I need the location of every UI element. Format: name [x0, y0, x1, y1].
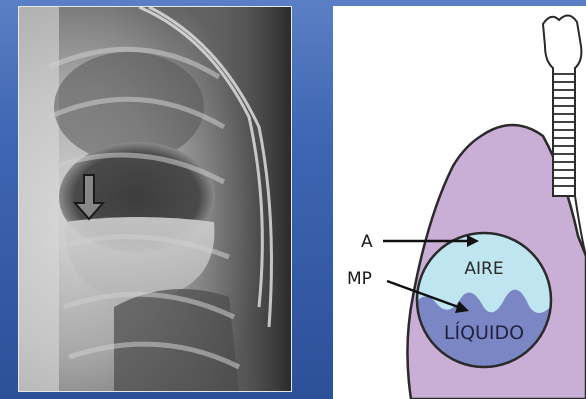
liquid-label: LÍQUIDO — [444, 321, 524, 344]
label-a: A — [361, 232, 373, 252]
lung-abscess-diagram: AIRE LÍQUIDO A MP — [333, 6, 586, 399]
chest-xray-image — [18, 6, 292, 392]
air-label: AIRE — [464, 259, 503, 279]
xray-graphic — [19, 7, 292, 392]
diagram-graphic: AIRE LÍQUIDO A MP — [333, 6, 586, 399]
label-mp: MP — [347, 269, 372, 289]
